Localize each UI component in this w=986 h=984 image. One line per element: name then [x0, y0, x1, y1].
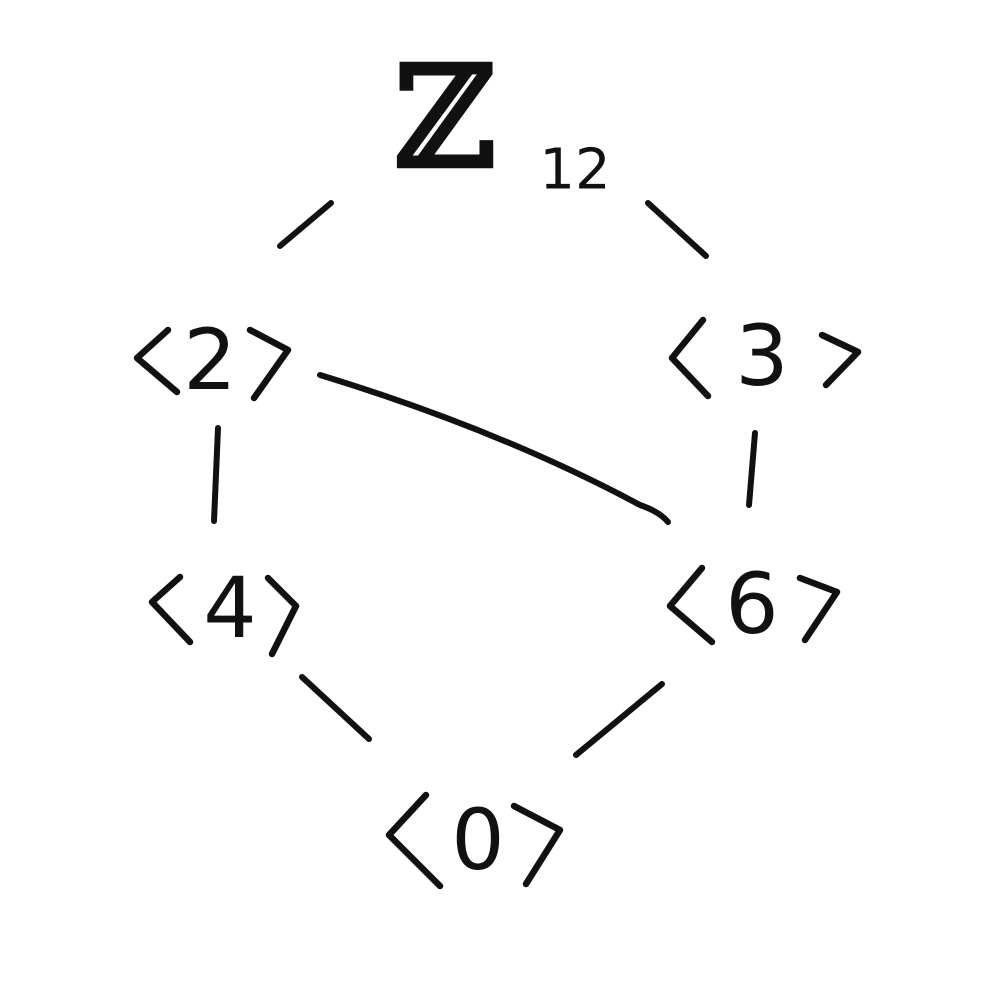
left-angle-bracket — [666, 564, 716, 646]
right-angle-bracket — [264, 574, 300, 658]
edge-n3-n6 — [746, 430, 758, 508]
left-angle-bracket — [668, 316, 712, 400]
edge-n6-n0 — [573, 681, 665, 758]
node-3: 3 — [668, 307, 862, 405]
left-angle-bracket — [148, 573, 194, 646]
node-0-label: 0 — [451, 791, 504, 889]
node-6: 6 — [666, 555, 841, 653]
right-angle-bracket — [796, 574, 841, 644]
node-2: 2 — [133, 311, 292, 409]
right-angle-bracket — [510, 802, 564, 888]
top-subscript: 12 — [539, 138, 610, 203]
edge-n2-n4 — [211, 425, 221, 524]
node-2-label: 2 — [183, 311, 236, 409]
node-0: 0 — [385, 791, 564, 890]
edge-n2-n6 — [317, 372, 671, 525]
right-angle-bracket — [246, 326, 292, 402]
right-angle-bracket — [818, 331, 862, 389]
node-6-label: 6 — [725, 555, 778, 653]
left-angle-bracket — [133, 326, 181, 396]
top-symbol: ℤ — [394, 36, 496, 200]
left-angle-bracket — [385, 791, 444, 890]
edge-top-n3 — [645, 200, 709, 259]
node-3-label: 3 — [735, 307, 788, 405]
node-4: 4 — [148, 559, 300, 658]
node-4-label: 4 — [203, 559, 256, 657]
node-top: ℤ 12 — [394, 36, 611, 203]
edge-top-n2 — [277, 200, 334, 249]
edge-n4-n0 — [299, 674, 372, 742]
edges — [211, 200, 758, 758]
